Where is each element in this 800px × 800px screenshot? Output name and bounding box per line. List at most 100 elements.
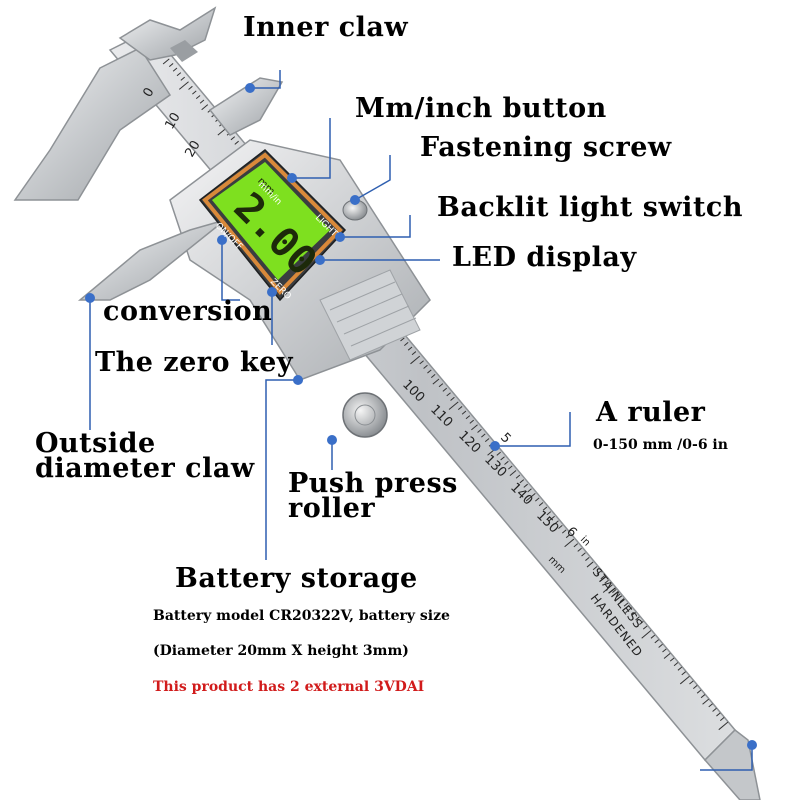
scale-tick	[619, 598, 625, 603]
scale-tick	[504, 460, 509, 465]
scale-tick	[546, 511, 552, 516]
scale-tick	[602, 584, 613, 593]
scale-tick	[195, 95, 201, 100]
label-fastening-screw: Fastening screw	[420, 132, 672, 163]
scale-tick	[561, 529, 567, 534]
scale-tick	[188, 85, 193, 90]
scale-tick	[410, 355, 421, 365]
fixed-jaw	[13, 6, 217, 201]
scale-tick	[719, 717, 725, 722]
scale-tick	[641, 630, 652, 639]
scale-tick	[650, 634, 656, 639]
scale-tick	[565, 534, 571, 539]
label-backlit-switch: Backlit light switch	[437, 192, 743, 223]
scale-tick	[199, 99, 205, 104]
scale-tick	[679, 675, 690, 685]
scale-tick	[496, 451, 501, 456]
scale-tick	[612, 588, 617, 593]
scale-tick	[663, 653, 671, 659]
leader-lines	[89, 70, 753, 771]
scale-tick	[457, 406, 463, 411]
scale-tick	[481, 433, 486, 438]
scale-tick	[430, 374, 436, 379]
scale-tick	[702, 698, 710, 705]
scale-tick	[604, 579, 609, 584]
scale-tick	[404, 342, 409, 346]
scale-tick	[432, 378, 440, 385]
scale-tick	[538, 502, 544, 507]
scale-tick	[172, 67, 178, 72]
scale-tick	[448, 401, 459, 410]
scale-tick	[700, 694, 706, 699]
scale-tick	[548, 515, 555, 522]
battery-model-text: Battery model CR20322V, battery size	[153, 608, 450, 624]
scale-tick	[230, 136, 236, 141]
scale-tick	[631, 611, 636, 616]
scale-tick	[438, 383, 444, 388]
scale-tick	[577, 547, 582, 552]
scale-tick	[586, 561, 594, 568]
scale-tick	[450, 396, 455, 401]
scale-tick	[696, 689, 702, 694]
scale-tick	[681, 671, 686, 676]
scale-tick	[716, 712, 721, 717]
push-roller	[342, 392, 388, 438]
scale-tick	[515, 474, 521, 479]
scale-tick	[542, 506, 548, 511]
scale-tick	[523, 483, 528, 488]
scale-tick	[201, 104, 209, 111]
scale-tick	[162, 58, 170, 65]
scale-tick	[427, 369, 432, 374]
scale-tick	[623, 602, 629, 607]
scale-tick	[592, 566, 598, 571]
label-inner-claw: Inner claw	[243, 12, 409, 43]
scale-tick	[654, 639, 659, 644]
scale-tick	[708, 703, 713, 708]
battery-note-text: This product has 2 external 3VDAI	[153, 679, 425, 695]
scale-tick	[180, 76, 185, 81]
scale-tick	[642, 625, 648, 630]
label-ruler-range: 0-150 mm /0-6 in	[593, 437, 728, 453]
scale-tick	[500, 456, 505, 461]
scale-tick	[419, 360, 424, 365]
scale-tick	[519, 479, 525, 484]
scale-tick	[669, 657, 675, 662]
scale-tick	[509, 470, 517, 476]
scale-tick	[625, 607, 632, 614]
scale-tick	[461, 410, 467, 415]
scale-tick	[639, 621, 644, 625]
scale-tick	[446, 392, 451, 397]
label-push-roller-2: roller	[288, 493, 376, 524]
scale-tick	[658, 643, 663, 648]
label-ruler: A ruler	[596, 397, 706, 428]
label-zero-key: The zero key	[95, 347, 294, 378]
scale-top-10: 10	[162, 110, 183, 132]
scale-tick	[689, 680, 694, 685]
scale-tick	[712, 707, 717, 712]
battery-dims-text: (Diameter 20mm X height 3mm)	[153, 643, 409, 659]
lcd-housing	[198, 149, 347, 302]
scale-top-numbers: 0 10 20	[140, 85, 203, 160]
scale-tick	[508, 465, 513, 470]
label-conversion: conversion	[103, 296, 273, 327]
label-outside-claw-2: diameter claw	[35, 453, 255, 484]
scale-tick	[525, 492, 536, 502]
scale-tick	[234, 140, 239, 145]
scale-tick	[411, 351, 417, 356]
scale-tick	[465, 415, 471, 420]
scale-tick	[176, 72, 182, 77]
scale-tick	[564, 538, 575, 548]
scale-tick	[677, 666, 683, 671]
label-push-roller-1: Push press	[288, 468, 458, 499]
scale-tick	[484, 438, 490, 443]
label-led-display: LED display	[452, 242, 637, 273]
scale-tick	[693, 685, 698, 689]
leader-dots	[85, 83, 757, 750]
scale-tick	[168, 63, 174, 68]
scale-tick	[423, 364, 428, 369]
scale-tick	[585, 556, 590, 561]
label-battery-storage: Battery storage	[175, 563, 418, 594]
scale-tick	[615, 593, 621, 598]
